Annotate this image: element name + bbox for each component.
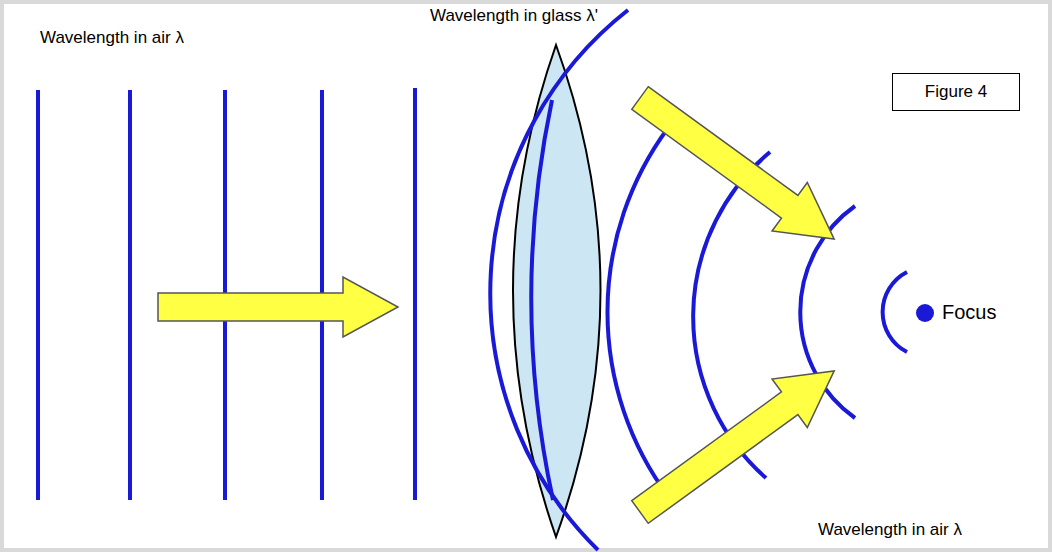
direction-arrows xyxy=(158,74,852,537)
focus-dot xyxy=(916,304,934,322)
convex-lens xyxy=(513,45,601,537)
figure-label: Figure 4 xyxy=(925,82,987,102)
glass-wavelength-label: Wavelength in glass λ' xyxy=(430,6,598,26)
spherical-wavefronts xyxy=(490,10,907,550)
figure-label-box: Figure 4 xyxy=(892,73,1020,111)
glass-wavefronts xyxy=(531,100,553,500)
focus-label: Focus xyxy=(942,300,996,324)
air-wavelength-label: Wavelength in air λ xyxy=(818,520,962,540)
air-wavelength-label: Wavelength in air λ xyxy=(40,28,184,48)
plane-wavefronts xyxy=(38,88,415,500)
